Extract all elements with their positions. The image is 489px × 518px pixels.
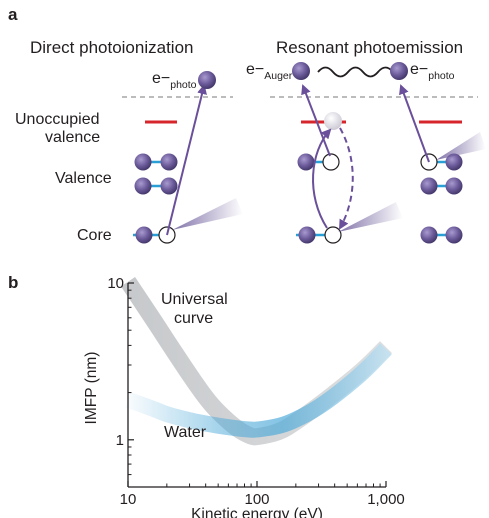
electron bbox=[420, 177, 438, 195]
valence-hole bbox=[322, 153, 340, 171]
electron bbox=[134, 153, 152, 171]
electron bbox=[420, 226, 438, 244]
wavy-line bbox=[317, 66, 394, 78]
valence-label: Valence bbox=[55, 170, 112, 187]
imfp-chart: 10 100 1,000 1 10 IMFP (nm) Kinetic energy (… bbox=[83, 275, 405, 518]
resonant-column bbox=[292, 62, 403, 244]
core-hole bbox=[324, 226, 342, 244]
axis-ticks: 10 100 1,000 1 10 bbox=[107, 275, 404, 508]
electron bbox=[297, 153, 315, 171]
panel-b: b 10 100 1,000 1 10 IMFP (nm) Kinetic energy… bbox=[8, 273, 405, 518]
water-curve-label: Water bbox=[164, 424, 207, 441]
universal-curve-label-2: curve bbox=[174, 310, 213, 327]
y-axis-label: IMFP (nm) bbox=[83, 352, 100, 425]
unoccupied-valence-label-1: Unoccupied bbox=[15, 111, 100, 128]
photoelectron bbox=[198, 71, 216, 89]
electron bbox=[445, 226, 463, 244]
electron bbox=[160, 153, 178, 171]
excitation-arrow bbox=[312, 128, 332, 229]
universal-curve-label-1: Universal bbox=[161, 291, 228, 308]
water-curve-band bbox=[125, 343, 392, 438]
auger-arrow bbox=[301, 84, 331, 157]
photoemission-arrow bbox=[166, 84, 207, 236]
y-tick-label: 1 bbox=[116, 432, 124, 449]
photoelectron bbox=[390, 62, 408, 80]
electron bbox=[445, 177, 463, 195]
photoelectron-label-left: e−photo bbox=[152, 70, 197, 91]
x-tick-label: 100 bbox=[244, 491, 269, 508]
electron bbox=[160, 177, 178, 195]
xray-beam bbox=[172, 198, 243, 230]
electron bbox=[445, 153, 463, 171]
photoelectron-label-right: e−photo bbox=[410, 61, 455, 82]
xray-beam bbox=[436, 132, 486, 160]
panel-a-label: a bbox=[8, 5, 18, 24]
panel-a: a Direct photoionization Resonant photoe… bbox=[8, 5, 486, 244]
x-tick-label: 1,000 bbox=[367, 491, 405, 508]
panel-b-label: b bbox=[8, 273, 18, 292]
resonant-photoemission-title: Resonant photoemission bbox=[276, 38, 463, 57]
auger-electron bbox=[292, 62, 310, 80]
photoemission-arrow bbox=[399, 84, 430, 163]
curve-bands bbox=[120, 276, 393, 446]
electron bbox=[298, 226, 316, 244]
electron bbox=[135, 226, 153, 244]
x-axis-label: Kinetic energy (eV) bbox=[191, 506, 323, 518]
core-label: Core bbox=[77, 227, 112, 244]
y-tick-label: 10 bbox=[107, 275, 124, 292]
decay-arrow bbox=[339, 127, 354, 230]
direct-photoionization-title: Direct photoionization bbox=[30, 38, 193, 57]
electron bbox=[134, 177, 152, 195]
auger-electron-label: e−Auger bbox=[246, 61, 293, 82]
valence-photoemission-column bbox=[390, 62, 486, 244]
direct-column bbox=[133, 71, 243, 244]
x-tick-label: 10 bbox=[120, 491, 137, 508]
excited-electron bbox=[324, 112, 342, 130]
unoccupied-valence-label-2: valence bbox=[45, 129, 100, 146]
xray-beam bbox=[338, 202, 403, 232]
